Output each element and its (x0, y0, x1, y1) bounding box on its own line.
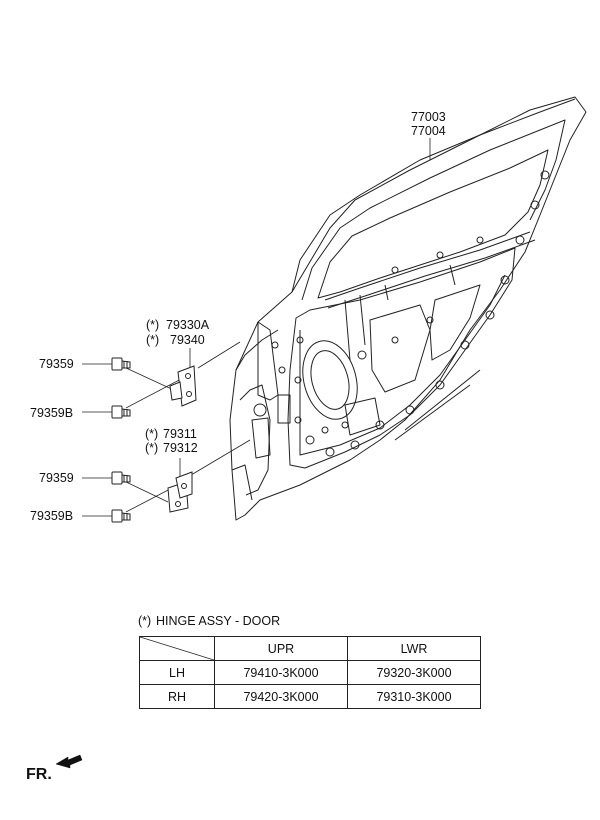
speaker-opening (302, 340, 358, 420)
window-opening (317, 149, 549, 299)
bolt-lower-a (111, 471, 131, 485)
label-79359-lower: 79359 (39, 471, 74, 485)
table-header-row: UPR LWR (139, 636, 481, 661)
window-frame-outer (291, 98, 576, 293)
door-outer-panel (229, 96, 587, 521)
front-direction-label: FR. (26, 766, 52, 783)
mounting-holes (253, 170, 550, 457)
table-cell-upr: 79420-3K000 (214, 684, 348, 709)
bolt-upper-b (111, 405, 131, 419)
table-corner-diagonal (140, 637, 214, 660)
hinge-part-table: UPR LWR LH 79410-3K000 79320-3K000 RH 79… (139, 636, 481, 709)
table-cell-lwr: 79320-3K000 (347, 660, 481, 685)
mark-79311: (*) (145, 427, 159, 441)
lower-hinge (167, 471, 193, 513)
table-cell-upr: 79410-3K000 (214, 660, 348, 685)
label-79359-upper: 79359 (39, 357, 74, 371)
mark-79312: (*) (145, 441, 159, 455)
table-cell-side: RH (139, 684, 215, 709)
table-row: LH 79410-3K000 79320-3K000 (139, 660, 481, 685)
table-header-upr: UPR (214, 636, 348, 661)
inner-panel (287, 247, 516, 469)
table-corner-cell (139, 636, 215, 661)
table-row: RH 79420-3K000 79310-3K000 (139, 684, 481, 709)
bolt-lower-b (111, 509, 131, 523)
table-cell-side: LH (139, 660, 215, 685)
upper-hinge (169, 365, 197, 407)
table-header-lwr: LWR (347, 636, 481, 661)
label-77004: 77004 (411, 124, 446, 138)
mark-79330a: (*) (146, 318, 160, 332)
label-79340: 79340 (170, 333, 205, 347)
label-79359b-upper: 79359B (30, 406, 74, 420)
window-frame-inner (301, 119, 566, 301)
table-cell-lwr: 79310-3K000 (347, 684, 481, 709)
label-79330a: 79330A (166, 318, 210, 332)
fr-arrow-icon (55, 754, 83, 769)
label-79359b-lower: 79359B (30, 509, 74, 523)
hinge-note-mark: (*) (138, 614, 152, 628)
hinge-note-title: HINGE ASSY - DOOR (156, 614, 281, 628)
mark-79340: (*) (146, 333, 160, 347)
bolt-upper-a (111, 357, 131, 371)
label-79311: 79311 (163, 427, 197, 441)
label-79312: 79312 (163, 441, 198, 455)
label-77003: 77003 (411, 110, 446, 124)
